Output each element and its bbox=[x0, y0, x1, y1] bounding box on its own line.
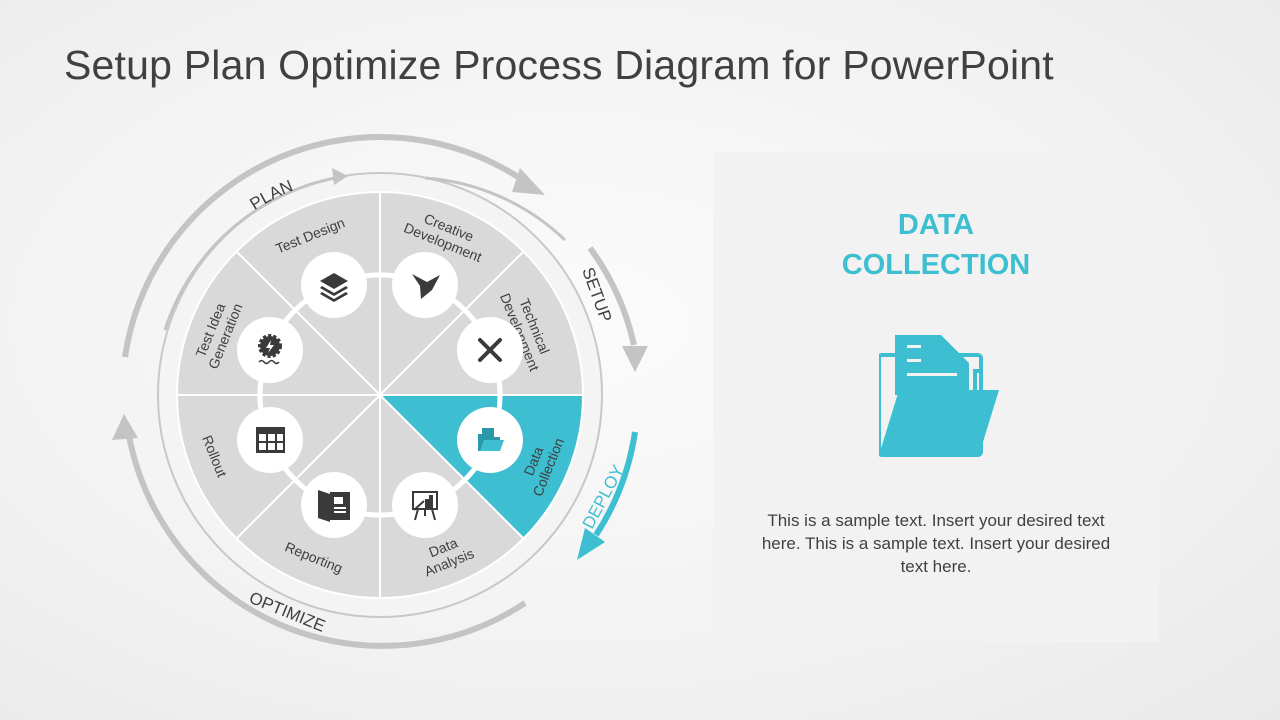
deploy-arrowhead bbox=[577, 528, 605, 560]
book-report-icon bbox=[318, 490, 350, 522]
layers-icon bbox=[320, 273, 348, 302]
panel-title-line2: COLLECTION bbox=[841, 249, 1031, 281]
icon-connector-ring bbox=[257, 272, 503, 518]
deploy-arc bbox=[593, 431, 638, 537]
gear-bolt-icon bbox=[258, 334, 282, 365]
plan-arc-outer bbox=[122, 134, 532, 358]
calendar-grid-icon bbox=[256, 427, 285, 453]
panel-title: DATA COLLECTION bbox=[713, 205, 1159, 285]
slide-title: Setup Plan Optimize Process Diagram for … bbox=[64, 42, 1054, 88]
folder-document-icon bbox=[478, 428, 504, 451]
origami-bird-icon bbox=[412, 274, 440, 299]
detail-panel: DATA COLLECTION This is a sample text. I… bbox=[713, 152, 1159, 642]
panel-body-text: This is a sample text. Insert your desir… bbox=[761, 511, 1111, 576]
presentation-chart-icon bbox=[412, 491, 438, 521]
phase-arcs bbox=[112, 134, 648, 649]
optimize-arc bbox=[125, 429, 527, 649]
optimize-arrowhead bbox=[112, 414, 138, 440]
wrench-screwdriver-icon bbox=[478, 338, 502, 362]
plan-arc-inner bbox=[163, 176, 336, 331]
folder-document-icon bbox=[879, 335, 999, 457]
setup-arc bbox=[587, 246, 637, 346]
setup-arc-inner bbox=[424, 176, 567, 242]
pie-segments bbox=[175, 190, 585, 600]
setup-arrowhead bbox=[622, 346, 648, 372]
panel-title-line1: DATA bbox=[897, 209, 975, 241]
plan-arrowhead-inner bbox=[332, 168, 348, 185]
plan-arrowhead-outer bbox=[512, 168, 545, 195]
